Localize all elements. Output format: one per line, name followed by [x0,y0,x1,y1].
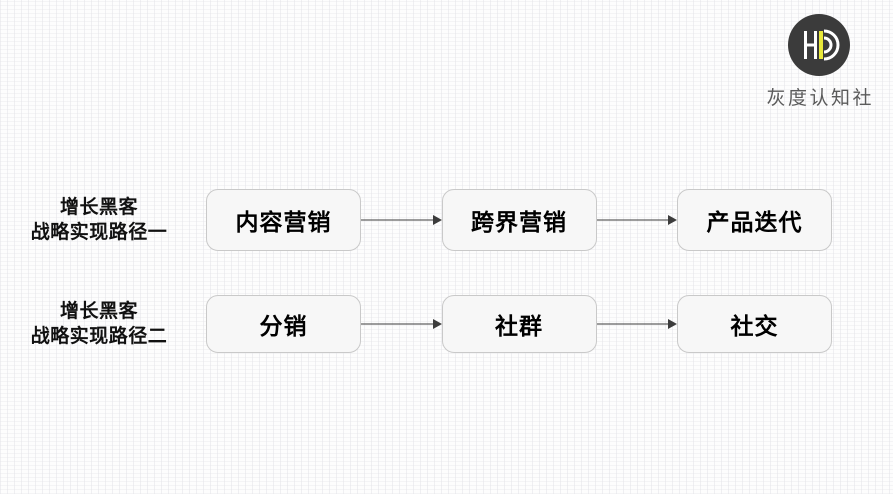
flow-node-crossover-marketing[interactable]: 跨界营销 [441,189,597,251]
flow-row-2-chain: 分销 社群 社交 [206,292,893,356]
flow-row-1-label-line1: 增长黑客 [59,195,138,218]
flow-node-community[interactable]: 社群 [441,295,597,353]
flow-row-1: 增长黑客 战略实现路径一 内容营销 跨界营销 产品迭代 [0,188,893,252]
arrow-shaft [596,323,670,325]
flow-row-2-label: 增长黑客 战略实现路径二 [0,299,206,350]
flow-arrow-2-1 [361,317,442,331]
flow-node-social[interactable]: 社交 [677,295,832,353]
arrow-shaft [361,323,435,325]
flow-row-2-label-line1: 增长黑客 [59,299,138,322]
brand-name-label: 灰度认知社 [766,87,874,109]
flow-node-distribution[interactable]: 分销 [206,295,361,353]
flow-arrow-1-1 [361,213,442,227]
flow-node-content-marketing[interactable]: 内容营销 [206,189,361,251]
arrow-head-icon [432,319,442,329]
flow-row-2: 增长黑客 战略实现路径二 分销 社群 社交 [0,292,893,356]
arrow-head-icon [668,319,677,329]
flow-row-1-label: 增长黑客 战略实现路径一 [0,195,206,246]
flow-arrow-2-2 [596,317,677,331]
brand-logo-block: 灰度认知社 [752,14,886,110]
arrow-head-icon [668,215,677,225]
flow-row-1-label-line2: 战略实现路径一 [30,221,168,243]
arrow-head-icon [432,215,442,225]
arrow-shaft [361,219,435,221]
flow-row-2-label-line2: 战略实现路径二 [30,325,168,347]
arrow-shaft [596,219,670,221]
flow-row-1-chain: 内容营销 跨界营销 产品迭代 [206,188,893,252]
flow-arrow-1-2 [596,213,677,227]
hd-circle-logo-icon [788,14,850,76]
flow-node-product-iteration[interactable]: 产品迭代 [677,189,832,251]
